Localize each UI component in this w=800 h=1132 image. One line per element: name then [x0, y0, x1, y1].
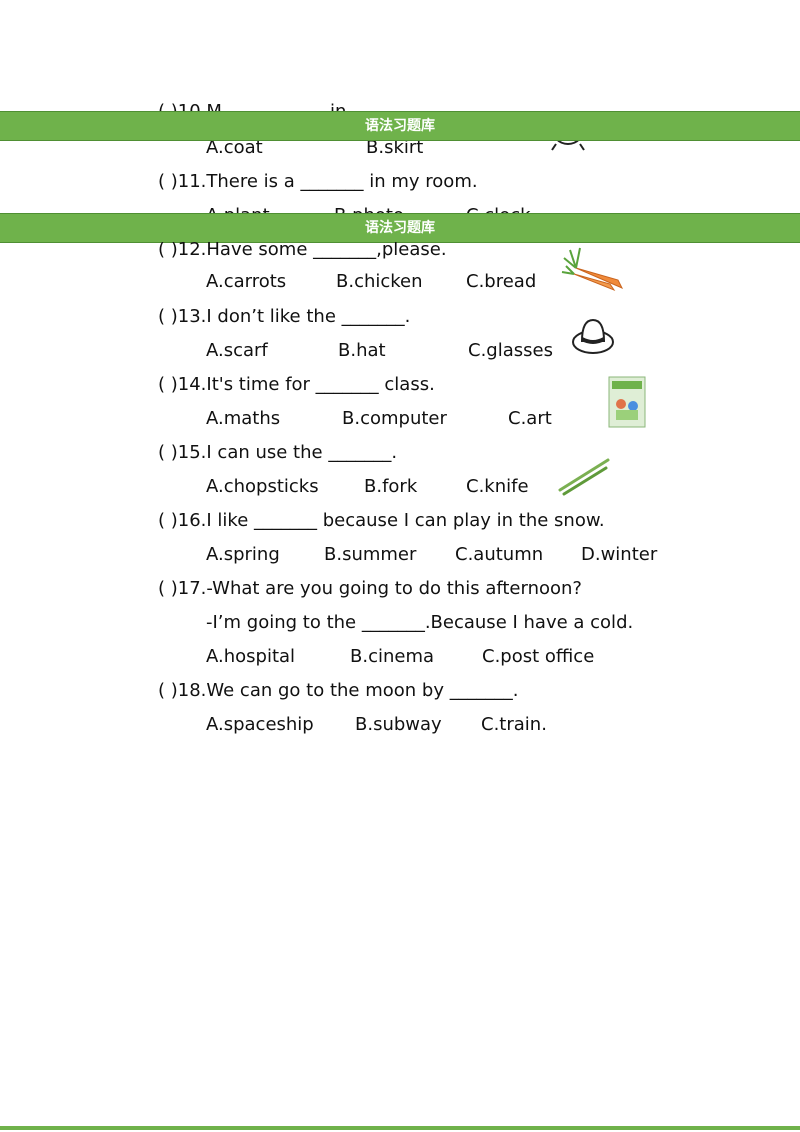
question-14-option-b: B.computer: [342, 408, 447, 429]
question-10-stem-tail: in: [330, 101, 347, 114]
question-17-option-a: A.hospital: [206, 646, 296, 667]
question-18-option-c: C.train.: [481, 714, 547, 735]
question-17-stem-line-2: -I’m going to the _______.Because I have…: [206, 612, 634, 633]
question-12-option-b: B.chicken: [336, 271, 423, 292]
question-17-stem: ( )17.-What are you going to do this aft…: [158, 578, 582, 599]
question-17-option-b: B.cinema: [350, 646, 435, 667]
question-16-stem: ( )16.I like _______ because I can play …: [158, 510, 605, 531]
question-16-option-c: C.autumn: [455, 544, 544, 565]
question-12-option-a: A.carrots: [206, 271, 287, 292]
question-14-option-c: C.art: [508, 408, 552, 429]
question-15-option-b: B.fork: [364, 476, 418, 497]
question-10-stem: ( )10.M: [158, 101, 222, 114]
question-12-option-c: C.bread: [466, 271, 537, 292]
question-13-option-c: C.glasses: [468, 340, 553, 361]
question-18-option-b: B.subway: [355, 714, 442, 735]
question-11-option-c: C.clock: [466, 204, 531, 213]
footer-divider: [0, 1126, 800, 1130]
book-cover-icon: [608, 376, 646, 428]
question-16-option-a: A.spring: [206, 544, 280, 565]
header-banner: 语法习题库: [0, 111, 800, 141]
question-10-option-a: A.coat: [206, 137, 263, 158]
question-14-option-a: A.maths: [206, 408, 281, 429]
question-11-option-a: A.plant: [206, 204, 270, 213]
question-11-stem: ( )11.There is a _______ in my room.: [158, 171, 478, 192]
question-15-option-c: C.knife: [466, 476, 529, 497]
question-12-stem-clipped: ( )12.Have some _______,please.: [0, 242, 800, 262]
carrot-icon: [561, 247, 624, 292]
question-16-option-b: B.summer: [324, 544, 417, 565]
question-18-stem: ( )18.We can go to the moon by _______.: [158, 680, 519, 701]
chopsticks-icon: [558, 458, 610, 496]
question-11-option-b: B.photo: [334, 204, 404, 213]
question-13-stem: ( )13.I don’t like the _______.: [158, 306, 411, 327]
question-16-option-d: D.winter: [581, 544, 658, 565]
hat-icon: [572, 318, 614, 354]
question-13-option-b: B.hat: [338, 340, 386, 361]
question-11-options-clipped: A.plant B.photo C.clock: [0, 204, 800, 213]
question-12-stem: ( )12.Have some _______,please.: [158, 242, 447, 260]
header-banner-repeat: 语法习题库: [0, 213, 800, 243]
question-15-option-a: A.chopsticks: [206, 476, 319, 497]
question-10-option-b: B.skirt: [366, 137, 424, 158]
question-17-option-c: C.post office: [482, 646, 595, 667]
question-18-option-a: A.spaceship: [206, 714, 314, 735]
question-10-stem-clipped: ( )10.M in: [0, 96, 800, 114]
question-13-option-a: A.scarf: [206, 340, 268, 361]
question-14-stem: ( )14.It's time for _______ class.: [158, 374, 435, 395]
question-15-stem: ( )15.I can use the _______.: [158, 442, 398, 463]
